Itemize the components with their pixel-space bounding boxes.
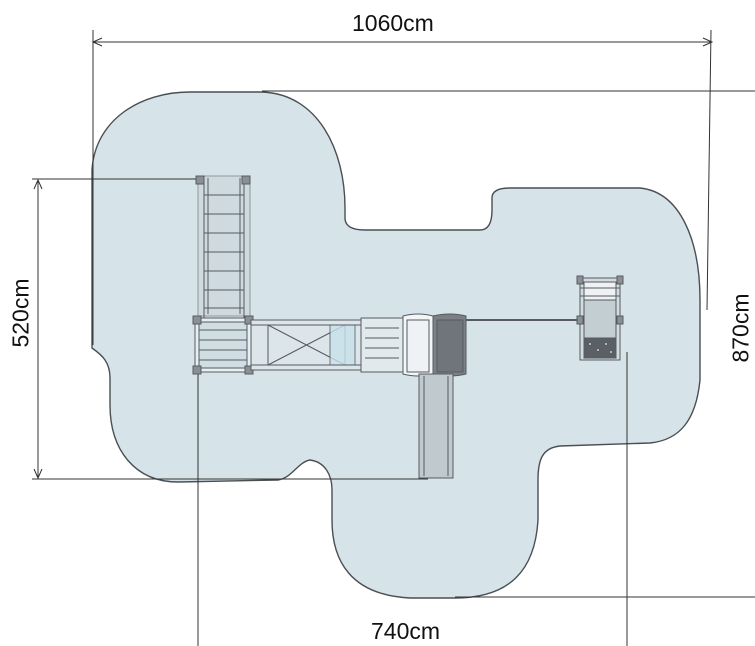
structure-width-label: 740cm bbox=[371, 618, 441, 644]
climbing-unit-right bbox=[576, 275, 624, 361]
roof-panel-light bbox=[402, 313, 434, 377]
total-depth-label: 870cm bbox=[727, 293, 754, 363]
bridge-tunnel bbox=[250, 319, 362, 371]
ladder-left bbox=[195, 175, 251, 318]
total-width-label: 1060cm bbox=[352, 10, 434, 36]
slide bbox=[418, 373, 454, 479]
tower-deck-left bbox=[192, 315, 254, 375]
dimension-lines bbox=[32, 29, 755, 646]
ext-line-right-top bbox=[706, 29, 712, 311]
tower-deck-middle bbox=[360, 317, 404, 373]
playground-structure bbox=[192, 175, 624, 479]
structure-depth-label: 520cm bbox=[7, 278, 34, 348]
roof-panel-dark bbox=[432, 313, 467, 377]
